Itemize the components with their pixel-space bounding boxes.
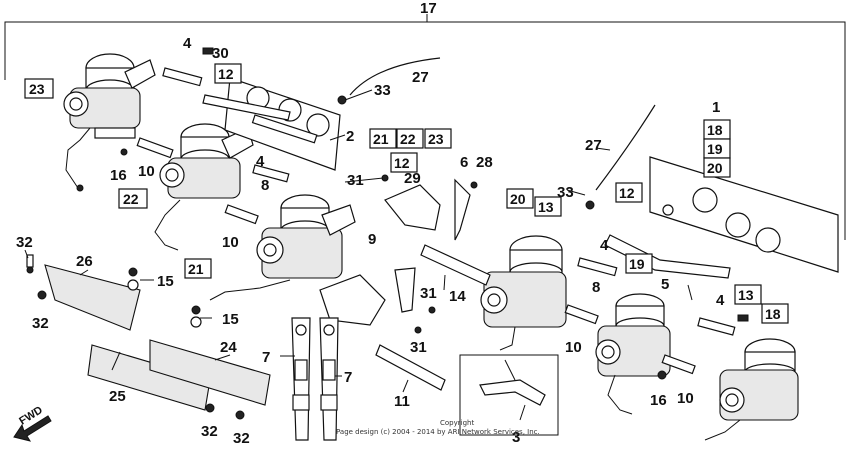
box-13-a: 13 [538,199,554,215]
callout-3: 3 [512,429,520,446]
box-23-a: 23 [29,81,45,97]
callout-5: 5 [661,276,669,293]
callout-14: 14 [449,288,466,305]
carburetor-4 [480,235,567,351]
needle-jet-stack-2 [319,317,339,441]
callout-24: 24 [220,339,237,356]
callout-4-b: 4 [256,153,265,170]
carburetor-6 [704,338,799,441]
callout-4-d: 4 [716,292,725,309]
connecting-links [136,67,736,375]
callout-11: 11 [394,393,410,410]
leader-lines [24,89,693,393]
copyright-line-2: Page design (c) 2004 - 2014 by ARI Netwo… [336,428,540,436]
bracket-center [384,184,441,231]
callout-32-c: 32 [201,423,218,440]
box-21-a: 21 [373,131,389,147]
callout-17: 17 [420,0,437,17]
box-12-c: 12 [619,185,635,201]
box-22-b: 22 [123,191,139,207]
box-13-b: 13 [738,287,754,303]
callout-8-a: 8 [261,177,269,194]
callout-27-a: 27 [412,69,429,86]
carburetor-1 [63,53,156,192]
vent-tubes [349,57,656,191]
callout-31-c: 31 [410,339,427,356]
needle-jet-stack-1 [291,317,311,441]
callout-10-c: 10 [565,339,582,356]
callout-30: 30 [212,45,229,62]
callout-16-a: 16 [110,167,127,184]
box-19-b: 19 [629,256,645,272]
callout-27-b: 27 [585,137,602,154]
carburetor-3 [209,194,356,301]
callout-10-d: 10 [677,390,694,407]
callout-29: 29 [404,170,421,187]
box-20-a: 20 [510,191,526,207]
callout-32-d: 32 [233,430,250,447]
gasket-plate-right [649,156,839,273]
box-20-b: 20 [707,160,723,176]
callout-7-b: 7 [344,369,352,386]
callout-25: 25 [109,388,126,405]
callout-8-b: 8 [592,279,600,296]
box-22-a: 22 [400,131,416,147]
callout-26: 26 [76,253,93,270]
callout-31-a: 31 [347,172,364,189]
callout-31-b: 31 [420,285,437,302]
callout-33-a: 33 [374,82,391,99]
box-23-b: 23 [428,131,444,147]
box-21-b: 21 [188,261,204,277]
boxed-references: 23 12 21 22 23 12 22 21 20 13 12 18 19 2… [24,63,789,324]
callout-1: 1 [712,99,720,116]
cover-plates [44,264,271,411]
carburetor-2 [154,123,254,251]
callout-16-b: 16 [650,392,667,409]
copyright-line-1: Copyright [440,419,474,427]
fasteners [26,47,749,420]
box-18-b: 18 [765,306,781,322]
box-18-a: 18 [707,122,723,138]
fuel-hoses [459,354,559,436]
callout-numbers: 17 1 2 3 4 4 4 4 5 6 7 7 8 8 9 10 10 10 … [16,0,725,447]
callout-28: 28 [476,154,493,171]
callout-10-a: 10 [138,163,155,180]
callout-15-b: 15 [222,311,239,328]
callout-2: 2 [346,128,354,145]
callout-4-c: 4 [600,237,609,254]
callout-15-a: 15 [157,273,174,290]
callout-6: 6 [460,154,468,171]
callout-7-a: 7 [262,349,270,366]
callout-9: 9 [368,231,376,248]
box-19-a: 19 [707,141,723,157]
callout-4-a: 4 [183,35,192,52]
gasket-plate-left [224,77,341,171]
throttle-rods [202,94,731,391]
choke-linkage [319,267,416,326]
box-12-b: 12 [394,155,410,171]
callout-10-b: 10 [222,234,239,251]
carburetor-5 [595,293,671,415]
callout-32-a: 32 [16,234,33,251]
assembly-bracket [4,14,846,240]
box-12-a: 12 [218,66,234,82]
callout-32-b: 32 [32,315,49,332]
forward-arrow-icon [13,415,52,442]
